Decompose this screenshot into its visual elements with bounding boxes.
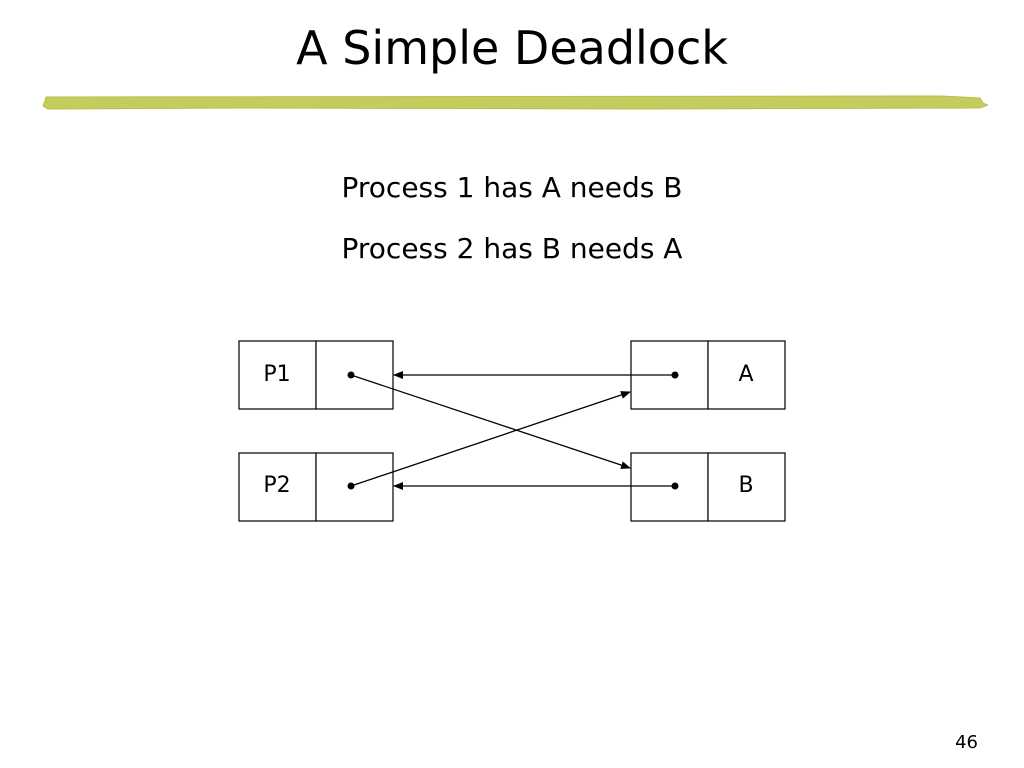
resource-label-cell-a: [707, 340, 786, 410]
process-box-p1: P1: [238, 340, 394, 410]
resource-box-b: B: [630, 452, 786, 522]
process-label-p1: P1: [263, 362, 290, 387]
slide-title: A Simple Deadlock: [296, 21, 728, 75]
resource-label-a: A: [738, 362, 753, 387]
process-label-cell-p2: [238, 452, 317, 522]
process-label-p2: P2: [263, 473, 290, 498]
resource-label-b: B: [738, 473, 753, 498]
resource-pointer-cell-b: [630, 452, 709, 522]
resource-label-cell-b: [707, 452, 786, 522]
process-box-p2: P2: [238, 452, 394, 522]
statement-process-1: Process 1 has A needs B: [341, 171, 683, 204]
process-label-cell-p1: [238, 340, 317, 410]
statement-process-2: Process 2 has B needs A: [341, 232, 683, 265]
page-number: 46: [955, 732, 978, 753]
arrow-p1-needs-b: [350, 374, 631, 469]
process-pointer-cell-p2: [315, 452, 394, 522]
title-underline-bar: [42, 95, 988, 110]
arrow-p2-needs-a: [350, 391, 631, 487]
